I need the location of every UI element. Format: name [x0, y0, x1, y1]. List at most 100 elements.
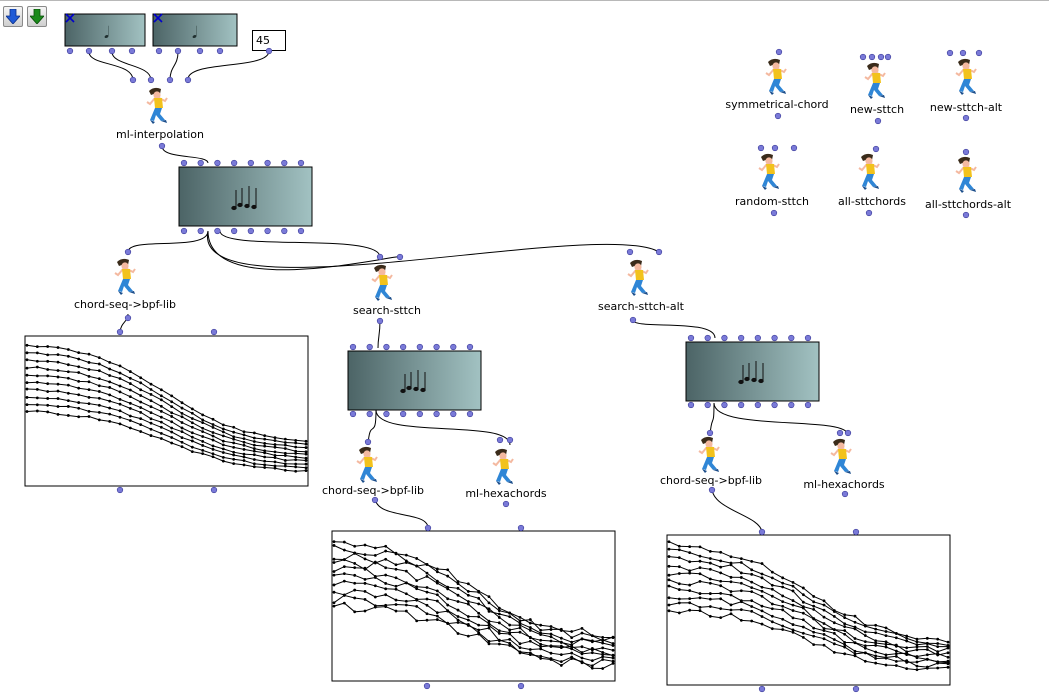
- port-dot[interactable]: [210, 328, 218, 336]
- port-dot[interactable]: [771, 334, 778, 342]
- port-dot[interactable]: [774, 112, 782, 120]
- port-dot[interactable]: [517, 524, 525, 532]
- port-dot[interactable]: [770, 209, 778, 217]
- port-dot[interactable]: [450, 410, 457, 418]
- bpf-lib-view-1[interactable]: [24, 335, 309, 487]
- port-dot[interactable]: [116, 328, 124, 336]
- port-dot[interactable]: [349, 410, 357, 418]
- port-dot[interactable]: [423, 682, 431, 690]
- port-dot[interactable]: [196, 47, 204, 55]
- port-dot[interactable]: [865, 209, 873, 217]
- ml-hexachords-1-icon[interactable]: [492, 447, 514, 486]
- port-dot[interactable]: [265, 47, 273, 55]
- move-down-button[interactable]: [3, 6, 23, 27]
- port-dot[interactable]: [158, 142, 166, 150]
- port-dot[interactable]: [128, 47, 136, 55]
- port-dot[interactable]: [383, 410, 390, 418]
- port-dot[interactable]: [197, 159, 204, 167]
- port-dot[interactable]: [655, 248, 663, 256]
- port-dot[interactable]: [844, 429, 852, 437]
- chord-seq-bpf-lib-3-icon[interactable]: [698, 435, 720, 474]
- port-dot[interactable]: [738, 401, 745, 409]
- port-dot[interactable]: [758, 528, 766, 536]
- port-dot[interactable]: [790, 144, 798, 152]
- port-dot[interactable]: [166, 76, 174, 84]
- port-dot[interactable]: [247, 227, 254, 235]
- port-dot[interactable]: [231, 227, 238, 235]
- port-dot[interactable]: [108, 47, 116, 55]
- port-dot[interactable]: [297, 159, 305, 167]
- port-dot[interactable]: [946, 49, 954, 57]
- port-dot[interactable]: [757, 144, 765, 152]
- port-dot[interactable]: [859, 53, 867, 61]
- port-dot[interactable]: [433, 343, 440, 351]
- port-dot[interactable]: [852, 528, 860, 536]
- port-dot[interactable]: [962, 148, 970, 156]
- port-dot[interactable]: [629, 316, 637, 324]
- port-dot[interactable]: [416, 410, 423, 418]
- port-dot[interactable]: [721, 334, 728, 342]
- port-dot[interactable]: [721, 401, 728, 409]
- port-dot[interactable]: [466, 410, 474, 418]
- new-sttch-alt-icon[interactable]: [955, 57, 977, 96]
- close-mark-1-icon[interactable]: [65, 13, 75, 23]
- port-dot[interactable]: [687, 401, 695, 409]
- port-dot[interactable]: [396, 253, 404, 261]
- port-dot[interactable]: [180, 227, 188, 235]
- port-dot[interactable]: [868, 53, 876, 61]
- port-dot[interactable]: [754, 401, 761, 409]
- port-dot[interactable]: [216, 47, 224, 55]
- chord-seq-box-left[interactable]: [347, 350, 482, 411]
- port-dot[interactable]: [754, 334, 761, 342]
- port-dot[interactable]: [214, 159, 221, 167]
- port-dot[interactable]: [962, 114, 970, 122]
- port-dot[interactable]: [884, 53, 892, 61]
- search-sttch-alt-icon[interactable]: [627, 258, 649, 297]
- chord-seq-bpf-lib-2-icon[interactable]: [356, 445, 378, 484]
- port-dot[interactable]: [124, 248, 132, 256]
- port-dot[interactable]: [264, 227, 271, 235]
- all-sttchords-icon[interactable]: [858, 152, 880, 191]
- port-dot[interactable]: [788, 334, 795, 342]
- port-dot[interactable]: [706, 429, 714, 437]
- port-dot[interactable]: [708, 486, 716, 494]
- port-dot[interactable]: [975, 49, 983, 57]
- search-sttch-icon[interactable]: [371, 263, 393, 302]
- port-dot[interactable]: [841, 490, 849, 498]
- port-dot[interactable]: [281, 159, 288, 167]
- port-dot[interactable]: [433, 410, 440, 418]
- port-dot[interactable]: [174, 47, 182, 55]
- port-dot[interactable]: [210, 486, 218, 494]
- port-dot[interactable]: [155, 47, 163, 55]
- port-dot[interactable]: [349, 343, 357, 351]
- port-dot[interactable]: [758, 685, 766, 693]
- port-dot[interactable]: [371, 496, 379, 504]
- port-dot[interactable]: [874, 117, 882, 125]
- port-dot[interactable]: [376, 317, 384, 325]
- random-sttch-icon[interactable]: [758, 152, 780, 191]
- port-dot[interactable]: [116, 486, 124, 494]
- port-dot[interactable]: [502, 500, 510, 508]
- port-dot[interactable]: [264, 159, 271, 167]
- port-dot[interactable]: [771, 401, 778, 409]
- port-dot[interactable]: [197, 227, 204, 235]
- all-sttchords-alt-icon[interactable]: [955, 155, 977, 194]
- ml-hexachords-2-icon[interactable]: [830, 437, 852, 476]
- port-dot[interactable]: [247, 159, 254, 167]
- chord-seq-box-right[interactable]: [685, 341, 820, 402]
- ml-interpolation-icon[interactable]: [146, 86, 168, 125]
- port-dot[interactable]: [124, 314, 132, 322]
- symmetrical-chord-icon[interactable]: [765, 57, 787, 96]
- port-dot[interactable]: [400, 410, 407, 418]
- move-down-green-button[interactable]: [27, 6, 47, 27]
- number-box-45[interactable]: 45: [252, 30, 286, 51]
- port-dot[interactable]: [400, 343, 407, 351]
- chord-seq-box-small-1[interactable]: 𝅘𝅥: [64, 13, 146, 47]
- chord-seq-box-small-2[interactable]: 𝅘𝅥: [152, 13, 238, 47]
- port-dot[interactable]: [366, 410, 373, 418]
- port-dot[interactable]: [738, 334, 745, 342]
- port-dot[interactable]: [85, 47, 93, 55]
- port-dot[interactable]: [366, 343, 373, 351]
- port-dot[interactable]: [506, 436, 514, 444]
- port-dot[interactable]: [184, 76, 192, 84]
